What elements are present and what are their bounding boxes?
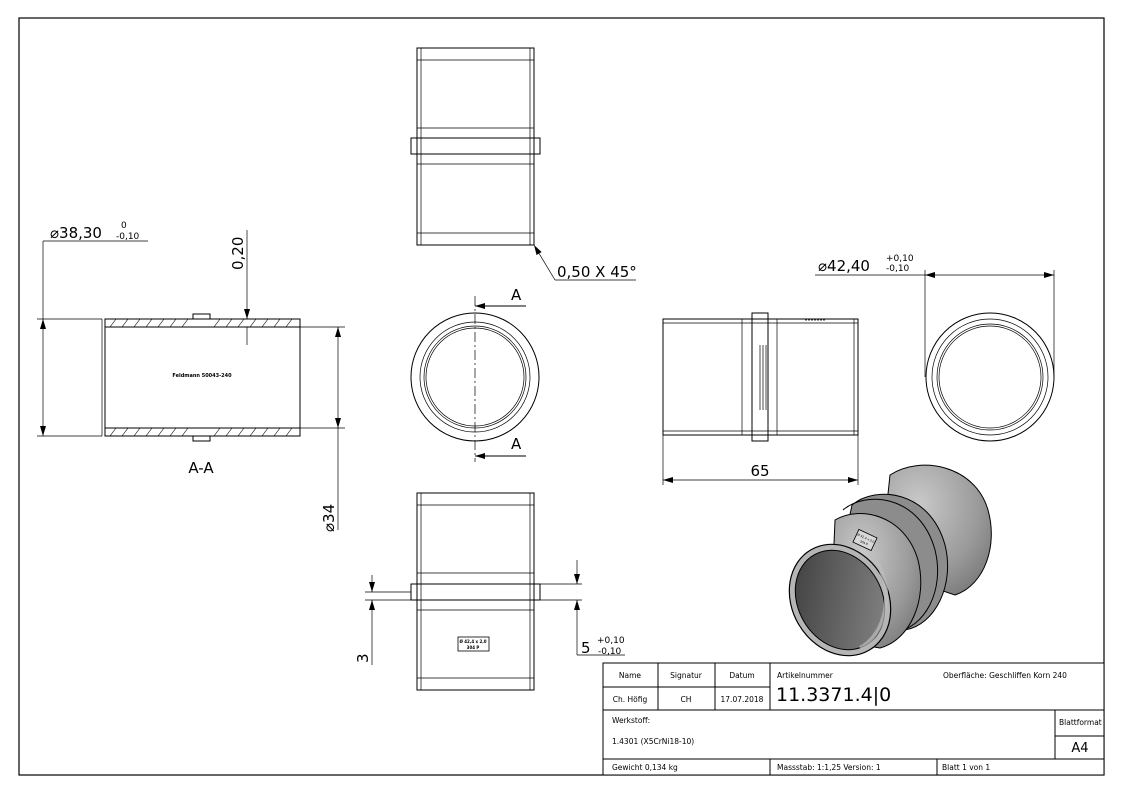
collar-height-tol-upper: +0,10 bbox=[597, 636, 625, 646]
title-block: Name Signatur Datum Artikelnummer Oberfl… bbox=[602, 662, 1105, 776]
tb-signature-value: CH bbox=[681, 695, 692, 704]
tb-signature-header: Signatur bbox=[670, 671, 703, 680]
inner-dia-label: ⌀34 bbox=[320, 504, 338, 532]
end-view-center: A A bbox=[410, 286, 540, 462]
isometric-render: Ø 42,4 x 2,0 304 P bbox=[788, 464, 992, 657]
end-view-right: ⌀42,40 +0,10 -0,10 bbox=[815, 254, 1055, 442]
stamp-line1: Ø 42,4 x 2,0 bbox=[459, 639, 486, 644]
stamp-box bbox=[457, 636, 490, 652]
section-marker-top: A bbox=[511, 286, 522, 304]
length-label: 65 bbox=[750, 462, 769, 480]
hatch-bottom bbox=[109, 427, 293, 437]
tb-name-header: Name bbox=[619, 671, 642, 680]
tb-material-header: Werkstoff: bbox=[612, 716, 650, 725]
iso-tag-line2: 304 P bbox=[859, 539, 869, 546]
tb-weight: Gewicht 0,134 kg bbox=[612, 763, 678, 772]
chamfer-label: 0,50 X 45° bbox=[557, 263, 637, 281]
tb-material-value: 1.4301 (X5CrNi18-10) bbox=[612, 737, 694, 746]
tb-format-value: A4 bbox=[1071, 741, 1088, 756]
drawing-frame bbox=[18, 17, 1105, 776]
collar-dia-tol-lower: -0,10 bbox=[886, 264, 910, 274]
hatch-top bbox=[109, 318, 293, 328]
section-name: A-A bbox=[188, 459, 214, 477]
section-engraving: Feldmann 50043-240 bbox=[172, 373, 232, 379]
tb-format-header: Blattformat bbox=[1059, 718, 1102, 727]
side-view: 65 bbox=[662, 312, 859, 485]
collar-dia-tol-upper: +0,10 bbox=[886, 254, 914, 264]
outer-dia-tol-lower: -0,10 bbox=[116, 232, 140, 242]
section-view: Feldmann 50043-240 A-A ⌀38,30 0 -0,10 0,… bbox=[37, 221, 345, 532]
collar-width-label: 3 bbox=[354, 653, 372, 663]
top-view: 0,50 X 45° bbox=[410, 47, 637, 281]
tb-article-value: 11.3371.4|0 bbox=[776, 684, 891, 706]
collar-dia-label: ⌀42,40 bbox=[818, 257, 870, 275]
outer-dia-tol-upper: 0 bbox=[121, 221, 127, 231]
wall-label: 0,20 bbox=[229, 237, 247, 270]
tb-date-value: 17.07.2018 bbox=[721, 695, 764, 704]
tb-surface: Oberfläche: Geschliffen Korn 240 bbox=[943, 671, 1067, 680]
tb-name-value: Ch. Höfig bbox=[613, 695, 648, 704]
outer-dia-label: ⌀38,30 bbox=[50, 224, 102, 242]
tb-article-header: Artikelnummer bbox=[777, 671, 834, 680]
collar-height-tol-lower: -0,10 bbox=[598, 647, 622, 657]
tb-sheet: Blatt 1 von 1 bbox=[942, 763, 990, 772]
collar-height-label: 5 bbox=[581, 639, 591, 657]
section-marker-bottom: A bbox=[511, 435, 522, 453]
bottom-view: Ø 42,4 x 2,0 304 P 3 5 +0,10 -0,10 bbox=[354, 492, 625, 691]
stamp-line2: 304 P bbox=[467, 645, 480, 650]
tb-date-header: Datum bbox=[729, 671, 754, 680]
tb-scale: Massstab: 1:1,25 Version: 1 bbox=[777, 763, 881, 772]
